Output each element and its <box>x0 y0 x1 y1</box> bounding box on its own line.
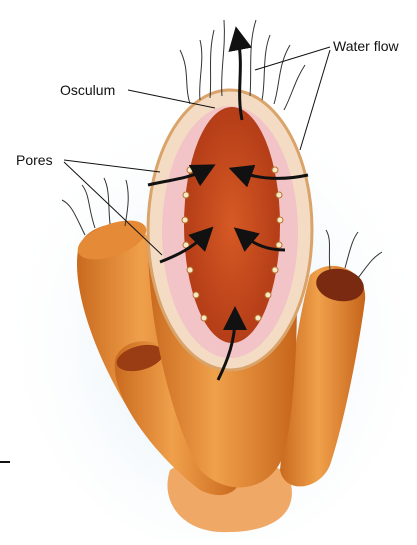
osculum-label: Osculum <box>60 82 115 98</box>
water-flow-label: Water flow <box>333 38 399 54</box>
pores-label: Pores <box>16 152 53 168</box>
interior-cavity <box>184 107 280 343</box>
edge-mark <box>0 461 10 463</box>
